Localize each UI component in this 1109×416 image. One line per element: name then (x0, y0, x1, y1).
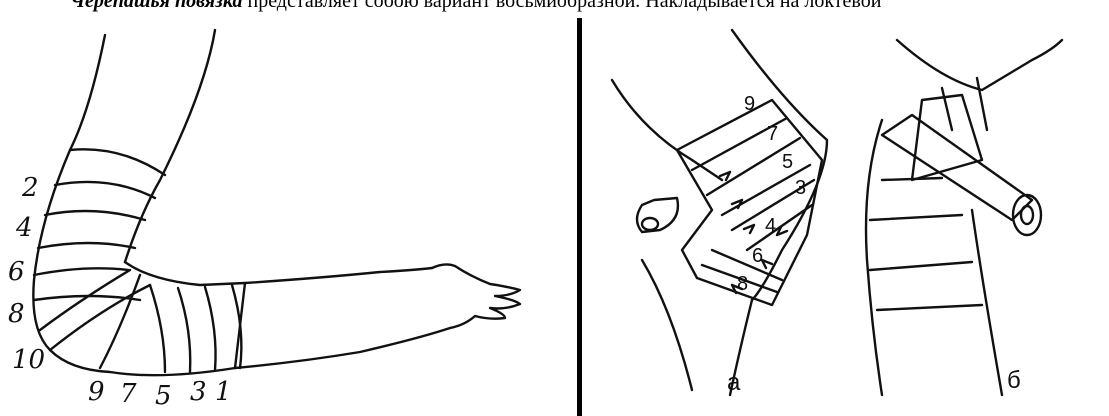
knee-turn-7: 7 (767, 123, 778, 145)
forearm-top (125, 262, 432, 285)
figure-label-a: а (727, 369, 741, 396)
arm-bandage-figure: 2 4 6 8 10 9 7 5 3 1 (0, 0, 577, 416)
turn-label-1: 1 (215, 377, 232, 407)
figure-label-b: б (1007, 367, 1021, 394)
turn-label-8: 8 (8, 299, 25, 329)
limb-a-inner (612, 80, 722, 180)
hand (432, 264, 520, 328)
knee-bandage-figure: 9 7 5 3 4 6 8 а б (582, 0, 1109, 416)
limb-a-outer-top (732, 30, 827, 300)
upper-arm-inner (125, 30, 215, 262)
turn-label-10: 10 (12, 345, 45, 375)
knee-turn-4: 4 (765, 215, 776, 237)
knee-turn-8: 8 (737, 273, 748, 295)
turn-label-6: 6 (8, 257, 25, 287)
turn-label-9: 9 (88, 377, 105, 407)
turn-label-7: 7 (120, 379, 137, 409)
limb-a-lower-left (642, 260, 692, 390)
knee-turn-5: 5 (782, 151, 793, 173)
turn-label-2: 2 (21, 173, 39, 203)
limb-b-right (972, 210, 1002, 395)
turn-label-5: 5 (155, 381, 172, 411)
turn-label-3: 3 (190, 377, 207, 407)
upper-arm-outer (33, 35, 235, 375)
limb-b-outer (897, 40, 1062, 90)
knee-turn-9: 9 (744, 93, 755, 115)
knee-turn-3: 3 (795, 177, 806, 199)
knee-turn-6: 6 (752, 245, 763, 267)
turn-label-4: 4 (15, 213, 33, 243)
forearm-bottom (235, 328, 450, 368)
limb-b-left (866, 120, 882, 395)
